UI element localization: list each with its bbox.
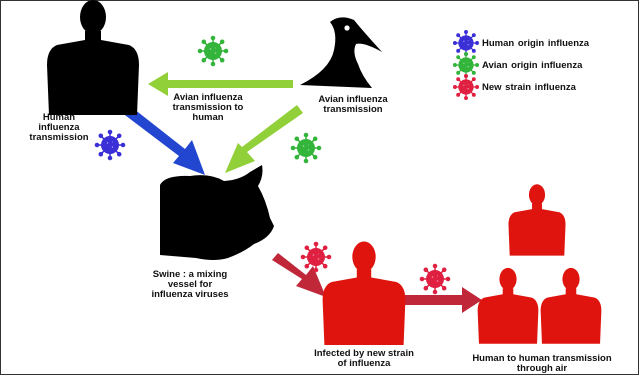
pig-silhouette bbox=[160, 165, 274, 260]
legend-avian-label: Avian origin influenza bbox=[482, 60, 582, 71]
crowd-person-top bbox=[508, 184, 565, 255]
human-virus-icon bbox=[95, 130, 125, 160]
new-virus-swine-icon bbox=[301, 242, 331, 272]
infected-to-crowd-arrow bbox=[400, 287, 482, 313]
legend-new-label: New strain influenza bbox=[482, 82, 576, 93]
human-transmission-label: Human influenza transmission bbox=[26, 113, 92, 143]
crowd-person-right bbox=[541, 268, 602, 344]
legend-human-label: Human origin influenza bbox=[482, 38, 589, 49]
avian-virus-mid-icon bbox=[291, 133, 321, 163]
avian-virus-top-icon bbox=[198, 36, 228, 66]
bird-silhouette bbox=[300, 17, 382, 88]
avian-to-human-label: Avian influenza transmission to human bbox=[160, 93, 256, 123]
human-to-human-label: Human to human transmission through air bbox=[472, 354, 612, 374]
swine-label: Swine : a mixing vessel for influenza vi… bbox=[150, 270, 230, 300]
legend-avian-virus-icon bbox=[453, 52, 478, 77]
infected-human bbox=[323, 242, 406, 346]
crowd-person-left bbox=[478, 268, 539, 344]
legend-new-virus-icon bbox=[453, 74, 478, 99]
avian-transmission-label: Avian influenza transmission bbox=[314, 95, 392, 115]
infected-label: Infected by new strain of influenza bbox=[314, 349, 414, 369]
new-virus-air-icon bbox=[420, 264, 450, 294]
legend-human-virus-icon bbox=[453, 30, 478, 55]
human-silhouette bbox=[47, 0, 139, 115]
